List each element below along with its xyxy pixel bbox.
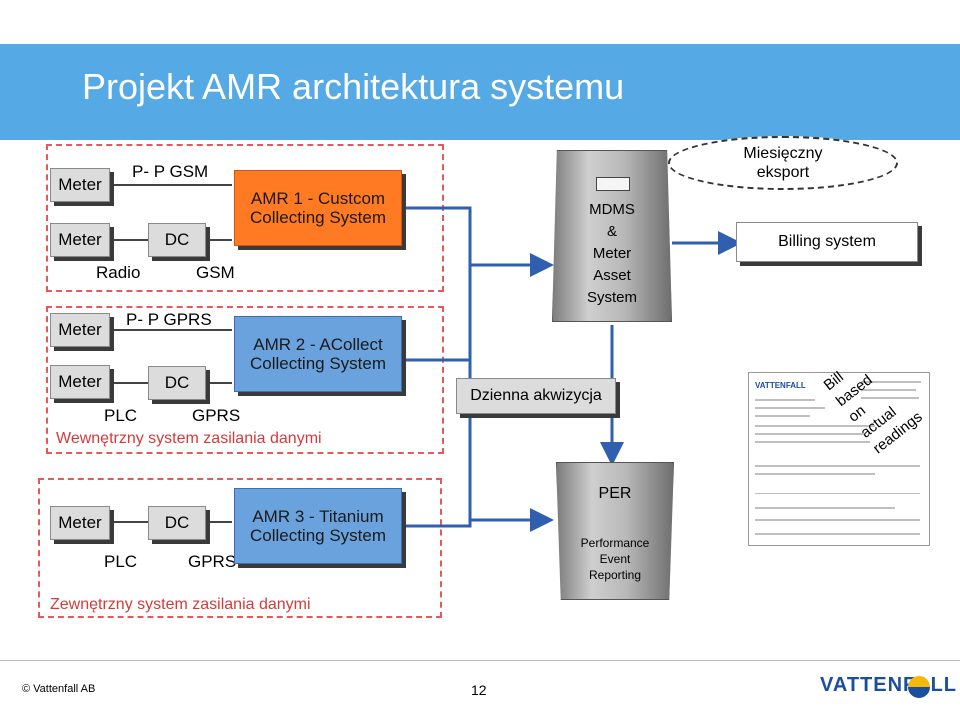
- meter-box: Meter: [50, 365, 110, 399]
- gsm-label: GSM: [196, 263, 235, 282]
- per-line2: Performance: [580, 536, 650, 550]
- footer-copyright: © Vattenfall AB: [22, 683, 96, 695]
- per-line3: Event: [599, 552, 631, 566]
- amr1-box: AMR 1 - Custcom Collecting System: [234, 170, 402, 246]
- per-line1: PER: [598, 485, 632, 502]
- internal-feed-label: Wewnętrzny system zasilania danymi: [56, 430, 322, 447]
- meter-box: Meter: [50, 313, 110, 347]
- monthly-export-ellipse: Miesięczny eksport: [668, 136, 898, 190]
- meter-box: Meter: [50, 168, 110, 202]
- amr2-line1: AMR 2 - ACollect: [253, 335, 383, 354]
- title-banner: [0, 44, 960, 140]
- mdms-line3: Meter: [592, 245, 632, 262]
- sun-logo-icon: [908, 676, 930, 698]
- footer-divider: [0, 660, 960, 661]
- mdms-line2: &: [606, 223, 617, 240]
- group-row3-frame: [38, 478, 442, 618]
- mdms-line5: System: [586, 289, 637, 306]
- dc-box: DC: [148, 366, 206, 400]
- radio-label: Radio: [96, 263, 141, 282]
- plc-label: PLC: [104, 406, 138, 425]
- external-feed-label: Zewnętrzny system zasilania danymi: [50, 596, 311, 613]
- meter-box: Meter: [50, 506, 110, 540]
- mdms-line4: Asset: [593, 267, 631, 284]
- plc-label: PLC: [104, 552, 138, 571]
- amr2-line2: Collecting System: [249, 354, 387, 373]
- vattenfall-logo: VATTENFALL: [820, 674, 958, 696]
- daily-acquisition-box: Dzienna akwizycja: [456, 378, 616, 414]
- page-title: Projekt AMR architektura systemu: [82, 66, 625, 107]
- mdms-line1: MDMS: [589, 201, 635, 218]
- dc-box: DC: [148, 506, 206, 540]
- amr3-box: AMR 3 - Titanium Collecting System: [234, 488, 402, 564]
- export-line2: eksport: [756, 164, 810, 181]
- amr3-line2: Collecting System: [249, 526, 387, 545]
- link-label: P- P GPRS: [126, 310, 212, 329]
- amr1-line1: AMR 1 - Custcom: [250, 189, 386, 208]
- per-line4: Reporting: [588, 568, 642, 582]
- per-server: PER Performance Event Reporting: [556, 462, 674, 600]
- amr3-line1: AMR 3 - Titanium: [252, 507, 384, 526]
- mdms-server: MDMS & Meter Asset System: [552, 150, 672, 322]
- bill-logo: VATTENFALL: [755, 381, 806, 390]
- amr1-line2: Collecting System: [249, 208, 387, 227]
- page-number: 12: [471, 682, 487, 698]
- group-row2-frame: [46, 306, 444, 454]
- export-line1: Miesięczny: [743, 145, 823, 162]
- billing-system-box: Billing system: [736, 222, 918, 262]
- meter-box: Meter: [50, 223, 110, 257]
- gprs-label: GPRS: [188, 552, 237, 571]
- group-row1-frame: [46, 144, 444, 292]
- link-label: P- P GSM: [132, 162, 209, 181]
- dc-box: DC: [148, 223, 206, 257]
- bill-thumbnail: VATTENFALL: [748, 372, 930, 546]
- gprs-label: GPRS: [192, 406, 241, 425]
- amr2-box: AMR 2 - ACollect Collecting System: [234, 316, 402, 392]
- server-slot-icon: [596, 177, 630, 191]
